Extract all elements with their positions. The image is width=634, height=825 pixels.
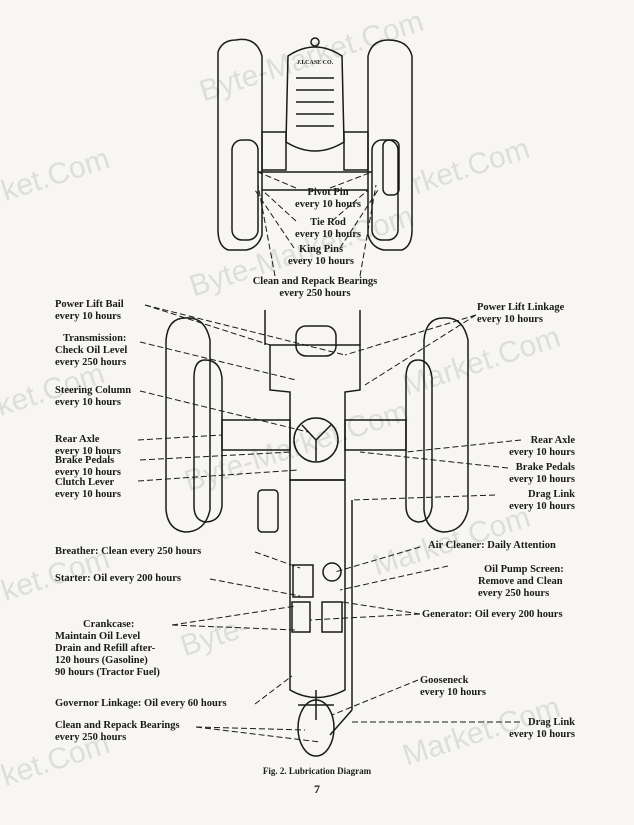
front-right-wheel (367, 39, 413, 251)
grille-badge: J.I.CASE CO. (296, 60, 334, 66)
front-wheel-top (297, 699, 335, 757)
front-left-tire (231, 139, 259, 241)
figure-caption: Fig. 2. Lubrication Diagram (262, 766, 372, 776)
label-starter: Starter: Oil every 200 hours (55, 573, 181, 584)
transmission-housing (269, 344, 361, 481)
front-axle-top (298, 690, 334, 720)
label-breather: Breather: Clean every 250 hours (55, 546, 202, 557)
engine-hood (289, 479, 346, 699)
label-governor-linkage: Governor Linkage: Oil every 60 hours (55, 698, 227, 709)
rear-left-wheel-inner (193, 359, 223, 523)
front-left-wheel (217, 38, 263, 251)
front-right-tire (371, 139, 399, 241)
seat (295, 325, 337, 357)
rear-left-wheel-outer (165, 317, 211, 533)
front-view-tractor (217, 37, 413, 251)
page-number: 7 (314, 782, 320, 796)
label-generator: Generator: Oil every 200 hours (422, 609, 563, 620)
rear-right-wheel-outer (423, 317, 469, 533)
front-engine-block (261, 131, 369, 171)
radiator-cap (310, 37, 320, 47)
rear-axle-housing (221, 419, 407, 451)
front-axle (258, 171, 372, 191)
front-air-cleaner (382, 139, 400, 196)
leader-lines (137, 171, 522, 743)
label-air-cleaner: Air Cleaner: Daily Attention (428, 540, 556, 551)
rear-right-wheel-inner (405, 359, 433, 523)
top-view-tractor (165, 310, 469, 757)
steering-wheel (293, 417, 339, 463)
fuel-tank (257, 489, 279, 533)
